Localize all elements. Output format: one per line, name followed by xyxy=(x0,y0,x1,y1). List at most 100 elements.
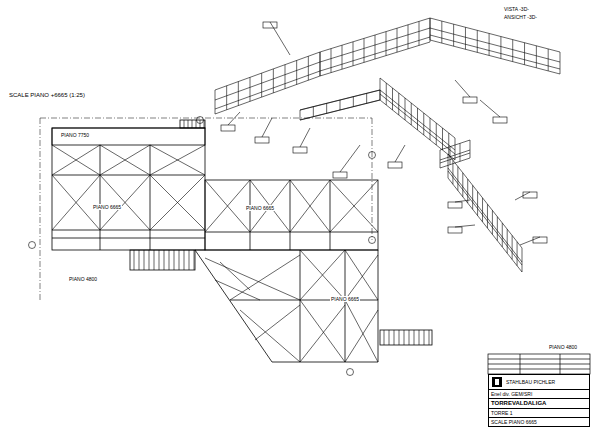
handrail xyxy=(300,100,380,120)
diagonal-brace xyxy=(300,300,345,362)
callout-box xyxy=(293,147,307,153)
beam xyxy=(52,238,205,239)
bracing xyxy=(52,120,429,362)
left-platform xyxy=(52,128,205,250)
3d-view xyxy=(215,18,560,272)
diagonal-brace xyxy=(240,310,300,362)
stair-tread xyxy=(144,250,145,270)
grating-bar xyxy=(450,157,451,165)
grating-bar xyxy=(477,206,478,216)
grid-bubble xyxy=(369,152,376,159)
railing-post xyxy=(430,118,431,130)
railing-post xyxy=(512,235,513,249)
grating-bar xyxy=(472,199,473,209)
callout-box xyxy=(263,22,277,28)
diagonal-brace xyxy=(205,180,250,232)
grating-bar xyxy=(331,59,332,73)
title-block: STAHLBAU PICHLEREnel div. GEM/SRITORREVA… xyxy=(488,374,590,427)
stair-tread xyxy=(394,330,395,345)
stair-tread xyxy=(154,250,155,270)
railing-post xyxy=(517,242,518,256)
walkway-edge xyxy=(448,168,522,262)
diagonal-brace xyxy=(52,175,100,230)
grating-bar xyxy=(392,100,393,110)
railing-post xyxy=(408,25,409,35)
grating-bar xyxy=(467,193,468,203)
grating-bar xyxy=(522,262,523,272)
diagonal-brace xyxy=(150,145,205,175)
grating-bar xyxy=(313,107,314,117)
railing-post xyxy=(392,88,393,100)
table-line xyxy=(488,364,590,365)
grating-bar xyxy=(500,47,501,59)
diagonal-brace xyxy=(100,175,150,230)
grating-bar xyxy=(560,62,561,74)
upper-band xyxy=(52,128,205,145)
lower-platform xyxy=(195,250,378,362)
grid-bubble xyxy=(29,242,36,249)
callout-box xyxy=(533,237,547,243)
grating-bar xyxy=(448,168,449,178)
railing-post xyxy=(320,52,321,62)
diagonal-brace xyxy=(300,305,345,362)
company-logo xyxy=(491,376,503,388)
diagonal-brace xyxy=(300,250,345,300)
table-line xyxy=(488,359,590,360)
grating-bar xyxy=(386,95,387,105)
railing-post xyxy=(441,21,442,31)
grating-bar xyxy=(261,83,262,97)
callout-box xyxy=(388,162,402,168)
grating-bar xyxy=(398,105,399,115)
callout-box xyxy=(463,97,477,103)
railing-post xyxy=(470,140,471,150)
railing-post xyxy=(477,30,478,40)
level-label: PIANO 4800 xyxy=(68,276,98,282)
level-label: PIANO 7750 xyxy=(60,132,90,138)
stair-tread xyxy=(404,330,405,345)
axis-line xyxy=(372,118,373,240)
grid-bubbles xyxy=(29,117,376,376)
railing-post xyxy=(472,185,473,199)
leader-line xyxy=(270,22,290,55)
railing-post xyxy=(226,86,227,96)
grating-bar xyxy=(482,212,483,222)
grating-bar xyxy=(517,256,518,266)
railing-post xyxy=(462,173,463,187)
grating-bar xyxy=(340,100,341,110)
title-row: TORRE 1 xyxy=(489,408,589,417)
stair-tread xyxy=(414,330,415,345)
railing-post xyxy=(386,32,387,42)
stair-tread xyxy=(196,120,197,128)
railing-post xyxy=(457,167,458,181)
grating-bar xyxy=(366,93,367,103)
diagonal-brace xyxy=(345,310,378,362)
railing-post xyxy=(492,210,493,224)
grating-bar xyxy=(452,174,453,184)
diagonal-brace xyxy=(52,145,100,175)
grating-bar xyxy=(353,52,354,66)
railing-post xyxy=(453,24,454,34)
beam xyxy=(345,250,346,362)
grating-bar xyxy=(448,145,449,155)
grid-axes xyxy=(40,118,372,300)
diagonal-brace xyxy=(150,175,205,230)
beam xyxy=(300,250,301,362)
grating-bar xyxy=(548,59,549,71)
title-text: TORRE 1 xyxy=(491,410,513,416)
railing-post xyxy=(487,204,488,218)
walkway-edge xyxy=(440,158,470,168)
axis-line xyxy=(40,118,372,119)
grating-bar xyxy=(512,50,513,62)
walkway-edge xyxy=(380,90,455,150)
title-row: TORREVALDALIGA xyxy=(489,398,589,408)
diagonal-brace xyxy=(230,255,300,300)
logo-mark xyxy=(492,377,502,387)
railing-post xyxy=(460,143,461,153)
railing-post xyxy=(524,43,525,53)
railing-post xyxy=(430,18,431,28)
diagonal-brace xyxy=(220,262,250,290)
grating-bar xyxy=(380,90,381,100)
axis-line xyxy=(40,118,41,300)
leader-line xyxy=(455,200,470,202)
walkway-edge xyxy=(215,62,320,100)
